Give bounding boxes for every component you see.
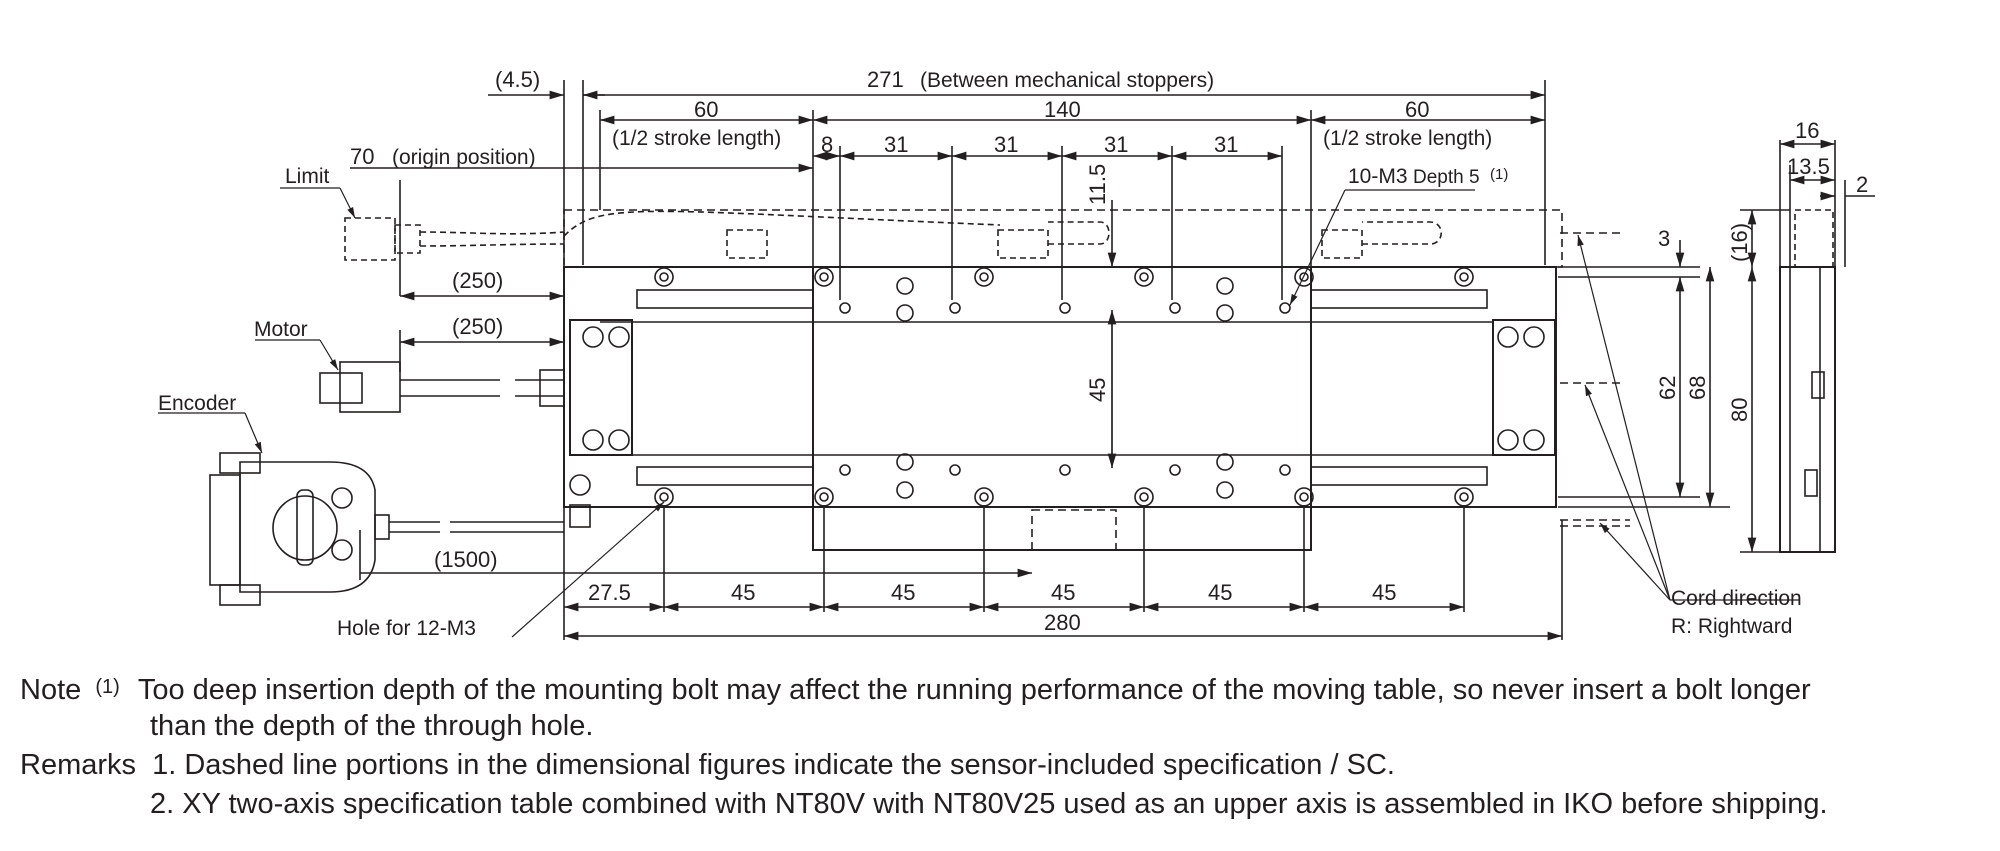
dim-8: 8: [821, 132, 833, 157]
label-cord-rightward: R: Rightward: [1671, 615, 1792, 638]
top-dimension-lines: [350, 80, 1546, 300]
limit-connector: [344, 210, 1443, 261]
remarks-label: Remarks: [20, 749, 137, 781]
callout-labels: Limit Motor Encoder 10-M3 Depth 5 (1) Ho…: [158, 165, 1802, 640]
dim-250-limit: (250): [452, 268, 503, 293]
dim-31-c: 31: [1104, 132, 1128, 157]
dim-45-c: 45: [1051, 580, 1075, 605]
note-mark: (1): [95, 676, 120, 698]
dim-250-motor: (250): [452, 314, 503, 339]
dim-60-right: 60: [1405, 97, 1429, 122]
remark-line-1: Remarks 1. Dashed line portions in the d…: [20, 746, 1395, 785]
note-label: Note: [20, 674, 82, 706]
label-m3-depth: Depth 5: [1413, 167, 1480, 188]
dim-68: 68: [1685, 376, 1710, 400]
motor-connector: [319, 361, 565, 413]
remark-1: 1. Dashed line portions in the dimension…: [152, 749, 1395, 781]
dim-4-5: (4.5): [495, 67, 540, 92]
dimension-texts: (4.5) 271 (Between mechanical stoppers) …: [350, 67, 1868, 635]
dim-70-note: (origin position): [392, 146, 536, 169]
dim-31-d: 31: [1214, 132, 1238, 157]
note-text-2: than the depth of the through hole.: [150, 710, 594, 742]
dim-45-b: 45: [891, 580, 915, 605]
dim-13-5: 13.5: [1787, 154, 1830, 179]
dim-11-5: 11.5: [1085, 164, 1110, 205]
dim-62: 62: [1655, 376, 1680, 400]
dim-271: 271: [867, 67, 904, 92]
dim-60-left: 60: [694, 97, 718, 122]
leader-lines: [158, 187, 1800, 638]
label-cord-direction: Cord direction: [1671, 587, 1802, 610]
label-m3-note-mark: (1): [1490, 166, 1508, 183]
dim-3: 3: [1658, 226, 1670, 251]
label-encoder: Encoder: [158, 392, 236, 415]
dim-27-5: 27.5: [588, 580, 631, 605]
dim-271-note: (Between mechanical stoppers): [920, 69, 1214, 92]
note-text-1: Too deep insertion depth of the mounting…: [137, 674, 1811, 706]
dim-half-stroke-left: (1/2 stroke length): [612, 127, 781, 150]
label-m3-holes: 10-M3: [1348, 165, 1408, 188]
dim-31-a: 31: [884, 132, 908, 157]
dim-45-vertical: 45: [1085, 378, 1110, 402]
sensor-outline: [563, 209, 1630, 551]
dim-31-b: 31: [994, 132, 1018, 157]
dim-2: 2: [1856, 172, 1868, 197]
label-hole-12m3: Hole for 12-M3: [337, 617, 476, 640]
side-view: [1740, 139, 1875, 553]
dim-half-stroke-right: (1/2 stroke length): [1323, 127, 1492, 150]
mounting-holes: [582, 267, 1545, 507]
note-line-1: Note (1) Too deep insertion depth of the…: [20, 668, 1811, 710]
dim-1500: (1500): [434, 547, 498, 572]
dim-280: 280: [1044, 610, 1081, 635]
dim-16: 16: [1795, 118, 1819, 143]
label-motor: Motor: [254, 318, 308, 341]
dim-45-d: 45: [1208, 580, 1232, 605]
dim-16-paren: (16): [1727, 223, 1752, 262]
label-limit: Limit: [285, 165, 330, 188]
remark-2: 2. XY two-axis specification table combi…: [150, 788, 1828, 820]
dim-45-e: 45: [1372, 580, 1396, 605]
dim-45-a: 45: [731, 580, 755, 605]
bottom-dimension-lines: [359, 180, 1563, 641]
dimensional-drawing: (4.5) 271 (Between mechanical stoppers) …: [158, 67, 1875, 641]
dim-70: 70: [350, 144, 374, 169]
dim-80: 80: [1727, 398, 1752, 422]
encoder-connector: [209, 452, 591, 606]
dim-140: 140: [1044, 97, 1081, 122]
